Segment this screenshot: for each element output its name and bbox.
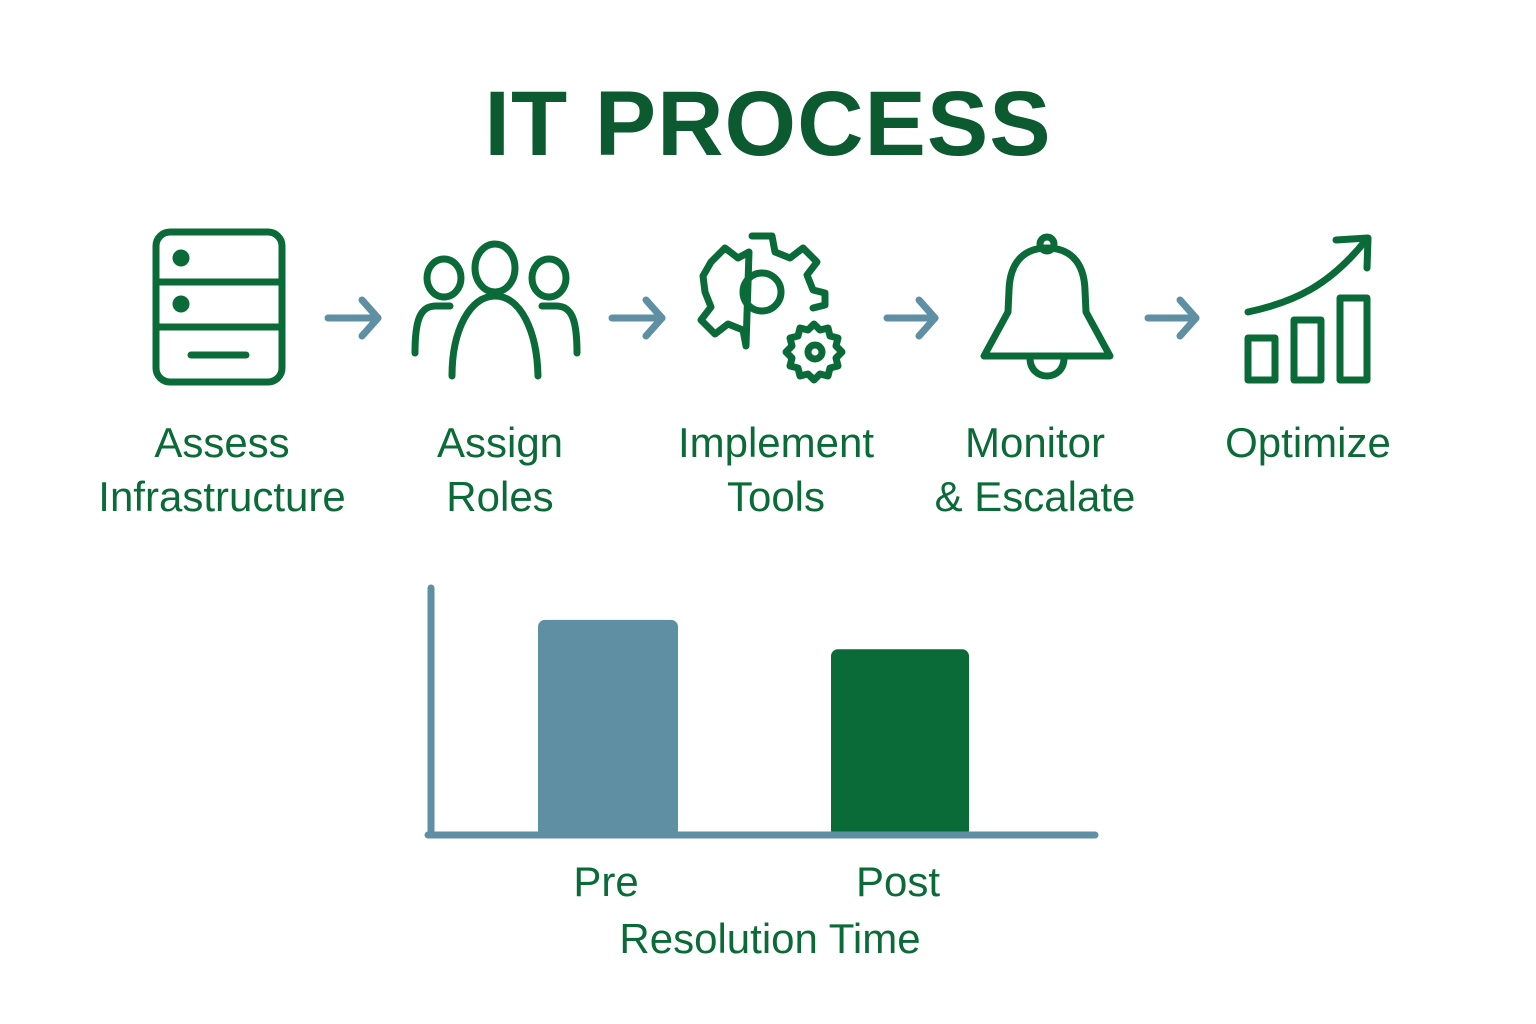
arrow-icon: [608, 296, 666, 340]
bar-pre: [538, 619, 678, 837]
step-label: Implement: [677, 419, 875, 466]
bell-icon: [980, 233, 1114, 380]
step-label: & Escalate: [934, 473, 1136, 520]
step-assess-infrastructure: Assess Infrastructure: [62, 416, 382, 524]
step-label: Tools: [726, 473, 826, 520]
step-monitor-escalate: Monitor & Escalate: [875, 416, 1195, 524]
bar-chart: [424, 584, 1099, 839]
step-label: Assign: [436, 419, 564, 466]
step-assign-roles: Assign Roles: [340, 416, 660, 524]
step-optimize: Optimize: [1148, 416, 1468, 470]
x-axis-label: Resolution Time: [619, 915, 921, 962]
users-icon: [411, 240, 581, 380]
step-label: Assess: [154, 419, 290, 466]
x-tick-label-post: Post: [855, 858, 941, 905]
step-implement-tools: Implement Tools: [616, 416, 936, 524]
bar-post: [831, 649, 969, 837]
arrow-icon: [883, 296, 939, 340]
arrow-icon: [1144, 296, 1200, 340]
step-label: Roles: [446, 473, 554, 520]
growth-chart-icon: [1244, 234, 1372, 384]
page-title: IT PROCESS: [484, 73, 1052, 175]
gears-icon: [697, 232, 846, 384]
server-icon: [152, 228, 286, 386]
step-label: Infrastructure: [98, 473, 346, 520]
step-label: Monitor: [964, 419, 1106, 466]
step-label: Optimize: [1225, 419, 1391, 466]
x-tick-label-pre: Pre: [573, 858, 639, 905]
arrow-icon: [324, 296, 382, 340]
